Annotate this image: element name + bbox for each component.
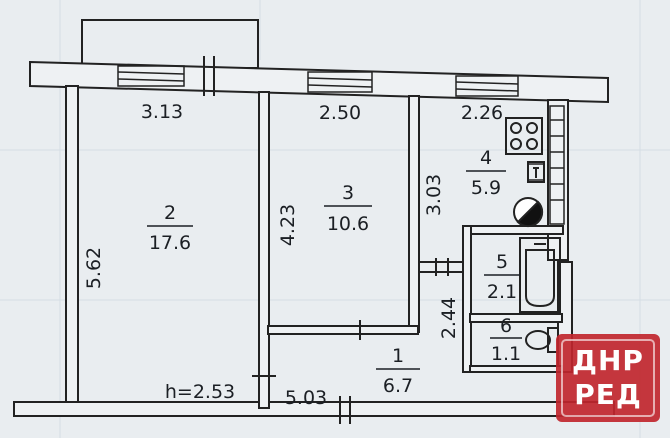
dimension-top-right: 2.26: [461, 102, 503, 124]
kitchen-door-icon: [527, 163, 545, 181]
sink-icon: [527, 161, 545, 183]
room-number: 3: [342, 182, 354, 204]
room-3-label: 3 10.6: [324, 182, 372, 235]
ceiling-height: h=2.53: [165, 381, 235, 403]
room-number: 5: [496, 251, 508, 273]
toilet-icon: [525, 327, 559, 353]
room-area: 5.9: [471, 177, 501, 199]
window-room4: [455, 75, 519, 97]
room-area: 1.1: [491, 343, 521, 365]
top-wall: [29, 60, 609, 104]
room-number: 1: [392, 345, 404, 367]
stove-icon: [505, 117, 543, 155]
room-1-label: 1 6.7: [376, 345, 420, 397]
room-4-label: 4 5.9: [466, 147, 506, 199]
room-6-label: 6 1.1: [490, 315, 522, 365]
door-marks: [252, 258, 463, 424]
room-number: 4: [480, 147, 492, 169]
gas-heater-icon: [513, 197, 544, 228]
balcony: [81, 19, 259, 69]
dimension-room4-height: 3.03: [423, 174, 445, 216]
room-number: 6: [500, 315, 512, 337]
window-room2: [117, 65, 185, 87]
dimension-top-mid: 2.50: [319, 102, 361, 124]
right-wall: [547, 99, 573, 373]
room-5-label: 5 2.1: [484, 251, 520, 303]
room-number: 2: [164, 202, 176, 224]
room-area: 10.6: [327, 213, 369, 235]
dimension-bath-height: 2.44: [438, 297, 460, 339]
watermark-logo: ДНР РЕД: [556, 334, 660, 422]
room-2-label: 2 17.6: [147, 202, 193, 254]
dimension-top-left: 3.13: [141, 101, 183, 123]
kitchen-counter: [549, 105, 565, 225]
interior-walls: [258, 91, 564, 409]
dimension-left-height: 5.62: [83, 247, 105, 289]
room-area: 17.6: [149, 232, 191, 254]
watermark-line2: РЕД: [574, 378, 642, 411]
room-area: 2.1: [487, 281, 517, 303]
dimension-room3-height: 4.23: [277, 204, 299, 246]
dimension-bottom-width: 5.03: [285, 387, 327, 409]
balcony-door: [203, 56, 215, 96]
room-area: 6.7: [383, 375, 413, 397]
bathtub-icon: [519, 237, 561, 313]
watermark-line1: ДНР: [572, 344, 644, 377]
left-wall: [65, 85, 79, 409]
window-room3: [307, 71, 373, 93]
